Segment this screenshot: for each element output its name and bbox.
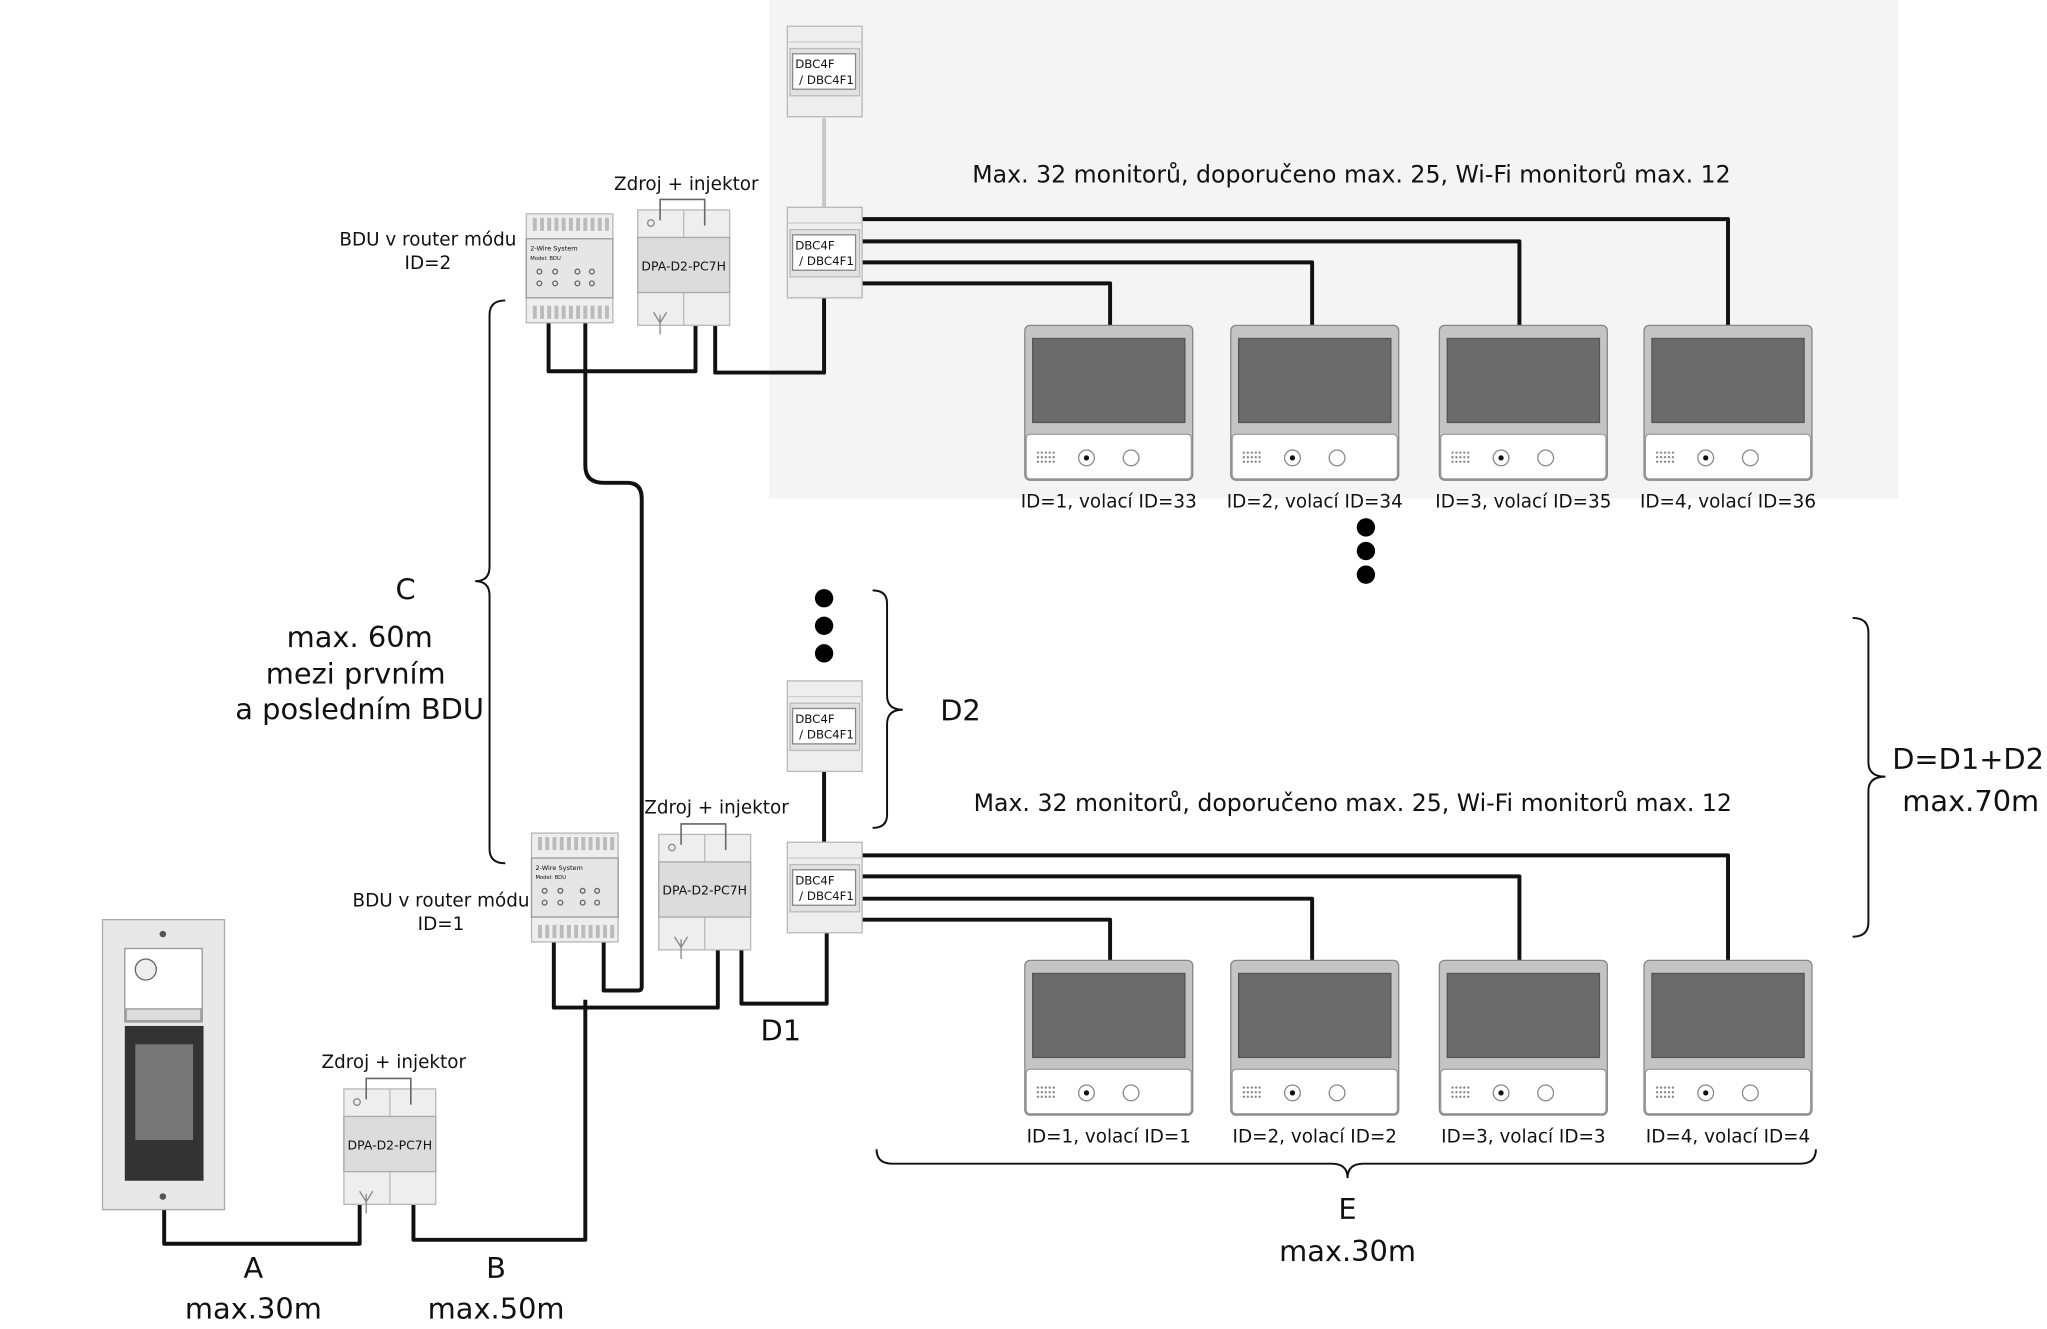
distributor-label: DBC4F — [795, 712, 835, 726]
distance-e-name: E — [1338, 1192, 1356, 1226]
monitor-id-label: ID=3, volací ID=3 — [1441, 1127, 1605, 1148]
distance-c-line2: mezi prvním — [266, 657, 446, 691]
bdu-model-label: Model: BDU — [535, 875, 566, 881]
distributor-model: / DBC4F1 — [799, 73, 854, 87]
key-button-icon — [1122, 1084, 1140, 1102]
monitor-top-1: ID=1, volací ID=33 — [1021, 324, 1197, 513]
distance-d1-name: D1 — [760, 1013, 801, 1047]
continuation-dots-top — [1356, 518, 1376, 584]
braces — [475, 299, 1886, 1179]
top-bdu-id: ID=2 — [405, 253, 452, 274]
key-button-icon — [1537, 449, 1555, 467]
distance-b-value: max.50m — [428, 1292, 565, 1326]
distributor-model: / DBC4F1 — [799, 728, 854, 742]
distributor-top: DBC4F / DBC4F1 — [786, 206, 863, 299]
top-psu-label: Zdroj + injektor — [614, 174, 759, 195]
distance-d-name: D=D1+D2 — [1892, 742, 2044, 776]
distance-e-value: max.30m — [1279, 1234, 1416, 1268]
distributor-middle: DBC4F / DBC4F1 — [786, 680, 863, 773]
monitor-id-label: ID=3, volací ID=35 — [1435, 492, 1611, 513]
psu-model-label: DPA-D2-PC7H — [662, 883, 747, 898]
monitor-id-label: ID=2, volací ID=34 — [1227, 492, 1403, 513]
distance-d-value: max.70m — [1902, 784, 2039, 818]
monitor-id-label: ID=2, volací ID=2 — [1233, 1127, 1397, 1148]
bdu-system-label: 2-Wire System — [535, 864, 582, 872]
distributor-model: / DBC4F1 — [799, 889, 854, 903]
door-station — [101, 919, 226, 1211]
bottom-psu-label: Zdroj + injektor — [644, 797, 789, 818]
top-bdu-label: BDU v router módu — [339, 229, 516, 250]
monitor-bottom-4: ID=4, volací ID=4 — [1643, 959, 1813, 1148]
distributor-label: DBC4F — [795, 57, 835, 71]
monitor-top-2: ID=2, volací ID=34 — [1227, 324, 1403, 513]
bottom-capacity-note: Max. 32 monitorů, doporučeno max. 25, Wi… — [974, 789, 1732, 817]
monitor-bottom-2: ID=2, volací ID=2 — [1230, 959, 1400, 1148]
monitor-top-4: ID=4, volací ID=36 — [1640, 324, 1816, 513]
bottom-bdu-id: ID=1 — [418, 914, 465, 935]
key-button-icon — [1741, 1084, 1759, 1102]
distributor-top-extra: DBC4F / DBC4F1 — [786, 25, 863, 118]
wires — [162, 118, 1730, 1246]
distance-a-name: A — [244, 1251, 264, 1285]
distributor-label: DBC4F — [795, 238, 835, 252]
bottom-bdu-label: BDU v router módu — [352, 891, 529, 912]
bdu-model-label: Model: BDU — [530, 256, 561, 262]
monitor-bottom-1: ID=1, volací ID=1 — [1024, 959, 1194, 1148]
brace-d — [1852, 616, 1886, 938]
brace-e — [875, 1149, 1817, 1179]
psu-door: DPA-D2-PC7H — [343, 1077, 437, 1214]
distance-c-name: C — [395, 573, 415, 607]
distance-c-line1: max. 60m — [287, 620, 433, 654]
key-button-icon — [1537, 1084, 1555, 1102]
psu-top: DPA-D2-PC7H — [637, 198, 731, 335]
brace-d2 — [872, 589, 903, 829]
key-button-icon — [1741, 449, 1759, 467]
top-capacity-note: Max. 32 monitorů, doporučeno max. 25, Wi… — [972, 160, 1730, 188]
psu-model-label: DPA-D2-PC7H — [641, 258, 726, 273]
key-button-icon — [1328, 1084, 1346, 1102]
monitor-id-label: ID=4, volací ID=36 — [1640, 492, 1816, 513]
camera-icon — [134, 958, 157, 981]
distance-d2-name: D2 — [940, 693, 981, 727]
distributor-bottom: DBC4F / DBC4F1 — [786, 841, 863, 934]
bdu-system-label: 2-Wire System — [530, 245, 577, 253]
distance-c-line3: a posledním BDU — [235, 692, 484, 726]
monitor-id-label: ID=1, volací ID=1 — [1027, 1127, 1191, 1148]
distributor-model: / DBC4F1 — [799, 254, 854, 268]
distributor-label: DBC4F — [795, 873, 835, 887]
door-psu-label: Zdroj + injektor — [322, 1052, 467, 1073]
distance-b-name: B — [486, 1251, 506, 1285]
continuation-dots-middle — [814, 589, 834, 663]
monitor-id-label: ID=4, volací ID=4 — [1646, 1127, 1810, 1148]
brace-c — [475, 299, 506, 865]
key-button-icon — [1328, 449, 1346, 467]
key-button-icon — [1122, 449, 1140, 467]
monitor-top-3: ID=3, volací ID=35 — [1435, 324, 1611, 513]
psu-model-label: DPA-D2-PC7H — [348, 1137, 433, 1152]
monitor-id-label: ID=1, volací ID=33 — [1021, 492, 1197, 513]
monitor-bottom-3: ID=3, volací ID=3 — [1438, 959, 1608, 1148]
psu-bottom: DPA-D2-PC7H — [658, 823, 752, 960]
distance-a-value: max.30m — [185, 1292, 322, 1326]
